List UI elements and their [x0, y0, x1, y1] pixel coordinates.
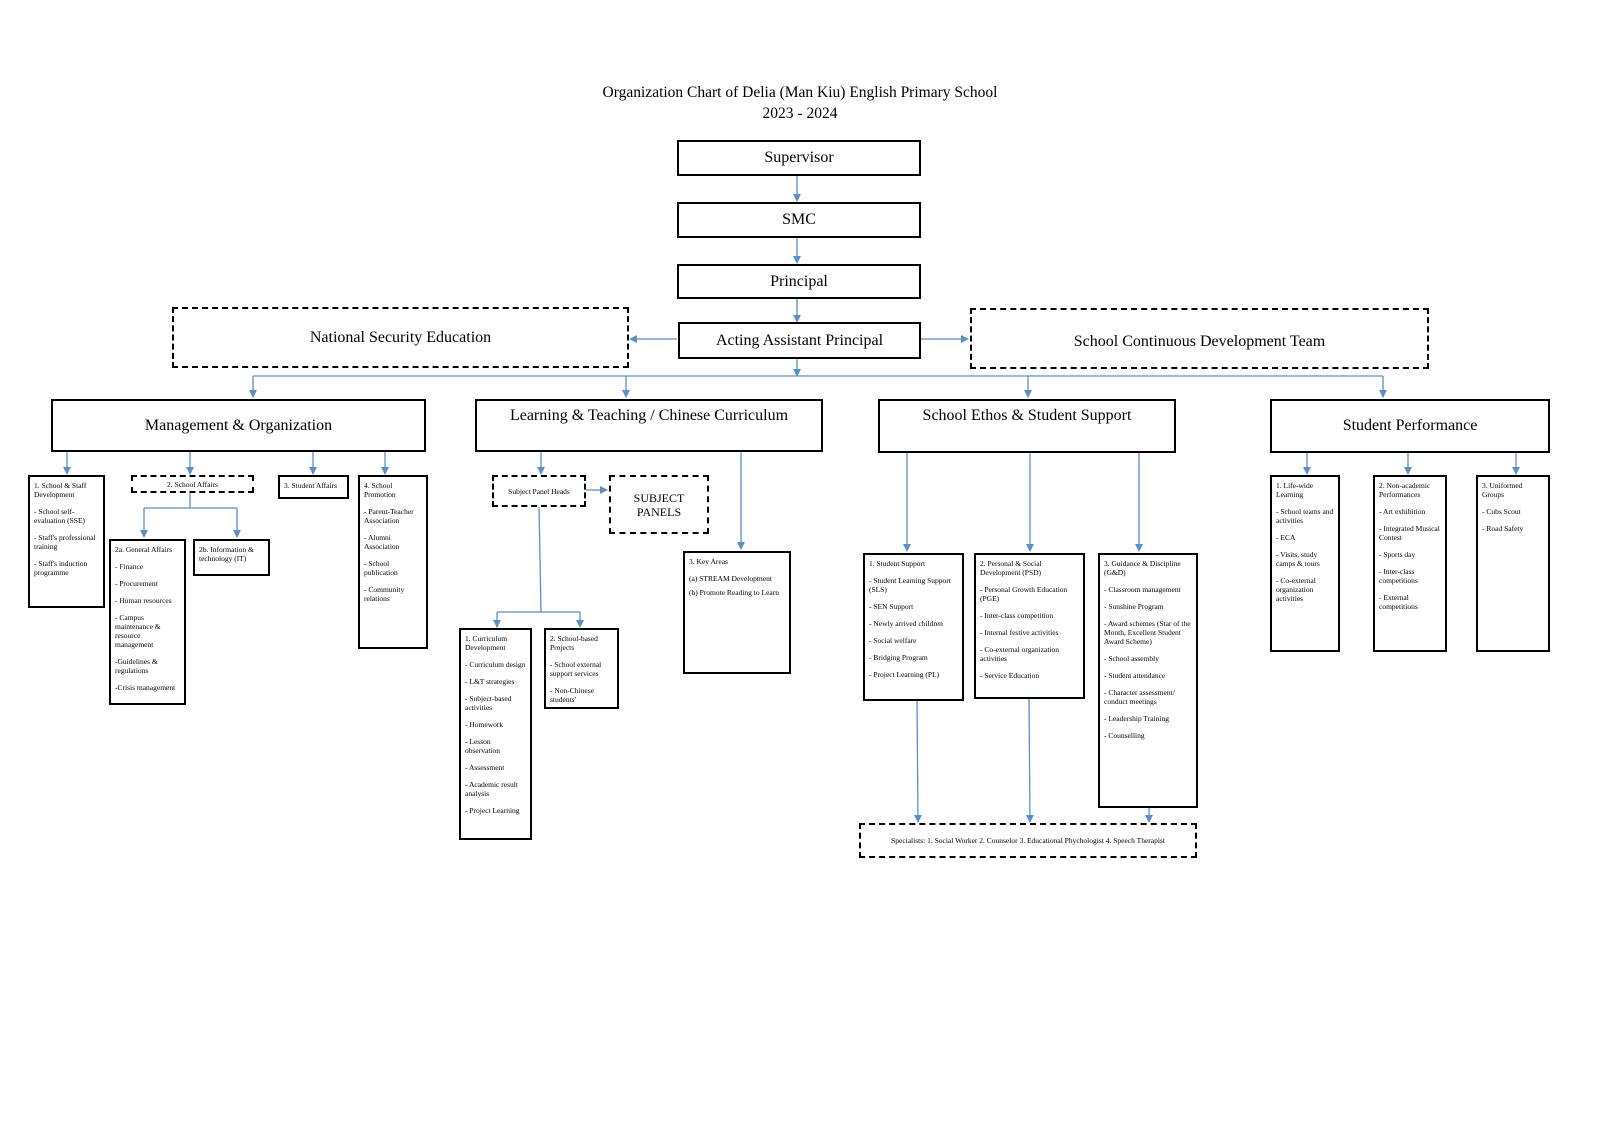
- list-item: - School publication: [364, 559, 398, 577]
- box-heading: 1. Curriculum Development: [465, 634, 508, 652]
- list-item: - SEN Support: [869, 602, 914, 611]
- smc-box: SMC: [677, 202, 921, 238]
- student-performance-box: Student Performance: [1270, 399, 1550, 453]
- list-item: - Award schemes (Star of the Month, Exce…: [1104, 619, 1191, 646]
- list-item: - Subject-based activities: [465, 694, 512, 712]
- principal-box: Principal: [677, 264, 921, 299]
- list-item: - Lesson observation: [465, 737, 500, 755]
- box-heading: 3. Uniformed Groups: [1482, 481, 1523, 499]
- list-item: - Staff's induction programme: [34, 559, 88, 577]
- student-support-box: 1. Student Support - Student Learning Su…: [863, 553, 964, 701]
- acting-assistant-principal-box: Acting Assistant Principal: [678, 322, 921, 359]
- list-item: - Student attendance: [1104, 671, 1166, 680]
- list-item: - School self-evaluation (SSE): [34, 507, 86, 525]
- list-item: - Counselling: [1104, 731, 1145, 740]
- list-item: - ECA: [1276, 533, 1296, 542]
- list-item: - Classroom management: [1104, 585, 1181, 594]
- list-item: - Campus maintenance & resource manageme…: [115, 613, 161, 649]
- list-item: - Cubs Scout: [1482, 507, 1521, 516]
- list-item: - Project Learning: [465, 806, 520, 815]
- list-item: - Academic result analysis: [465, 780, 518, 798]
- list-item: - Bridging Program: [869, 653, 928, 662]
- personal-social-development-box: 2. Personal & Social Development (PSD) -…: [974, 553, 1085, 699]
- key-areas-box: 3. Key Areas (a) STREAM Development (b) …: [683, 551, 791, 674]
- box-heading: 1. Student Support: [869, 559, 926, 568]
- non-academic-performances-box: 2. Non-academic Performances - Art exhib…: [1373, 475, 1447, 652]
- box-heading: 3. Guidance & Discipline (G&D): [1104, 559, 1181, 577]
- list-item: - Alumni Association: [364, 533, 400, 551]
- list-item: - Sunshine Program: [1104, 602, 1164, 611]
- student-affairs-box: 3. Student Affairs: [278, 475, 349, 499]
- list-item: - School external support services: [550, 660, 602, 678]
- list-item: - Newly arrived children: [869, 619, 943, 628]
- list-item: -Guidelines & regulations: [115, 657, 158, 675]
- school-promotion-box: 4. School Promotion - Parent-Teacher Ass…: [358, 475, 428, 649]
- box-heading: 2. School-based Projects: [550, 634, 598, 652]
- list-item: - Student Learning Support (SLS): [869, 576, 951, 594]
- chart-title: Organization Chart of Delia (Man Kiu) En…: [602, 84, 998, 101]
- list-item: (b) Promote Reading to Learn: [689, 588, 779, 597]
- list-item: - Curriculum design: [465, 660, 526, 669]
- list-item: - School teams and activities: [1276, 507, 1334, 525]
- list-item: - L&T strategies: [465, 677, 515, 686]
- list-item: - Project Learning (PL): [869, 670, 940, 679]
- list-item: - Sports day: [1379, 550, 1416, 559]
- box-heading: 3. Key Areas: [689, 557, 728, 566]
- list-item: - Co-external organization activities: [1276, 576, 1316, 603]
- school-affairs-box: 2. School Affairs: [131, 475, 254, 493]
- subject-panel-heads-box: Subject Panel Heads: [492, 475, 586, 507]
- box-heading: 1. Life-wide Learning: [1276, 481, 1314, 499]
- list-item: - School assembly: [1104, 654, 1159, 663]
- list-item: (a) STREAM Development: [689, 574, 772, 583]
- list-item: - Parent-Teacher Association: [364, 507, 414, 525]
- school-based-projects-box: 2. School-based Projects - School extern…: [544, 628, 619, 709]
- list-item: - Community relations: [364, 585, 405, 603]
- list-item: - Leadership Training: [1104, 714, 1169, 723]
- list-item: -Crisis management: [115, 683, 176, 692]
- box-heading: 2a. General Affairs: [115, 545, 173, 554]
- list-item: - Staff's professional training: [34, 533, 96, 551]
- supervisor-box: Supervisor: [677, 140, 921, 176]
- information-technology-box: 2b. Information & technology (IT): [193, 539, 270, 576]
- general-affairs-box: 2a. General Affairs - Finance - Procurem…: [109, 539, 186, 705]
- box-heading: 4. School Promotion: [364, 481, 396, 499]
- list-item: - Integrated Musical Contest: [1379, 524, 1440, 542]
- list-item: - Visits, study camps & tours: [1276, 550, 1320, 568]
- list-item: - Procurement: [115, 579, 158, 588]
- school-staff-development-box: 1. School & Staff Development - School s…: [28, 475, 105, 608]
- school-continuous-development-team-box: School Continuous Development Team: [970, 308, 1429, 369]
- curriculum-development-box: 1. Curriculum Development - Curriculum d…: [459, 628, 532, 840]
- specialists-box: Specialists: 1. Social Worker 2. Counsel…: [859, 823, 1197, 858]
- list-item: - Road Safety: [1482, 524, 1524, 533]
- management-organization-box: Management & Organization: [51, 399, 426, 452]
- learning-teaching-box: Learning & Teaching / Chinese Curriculum: [475, 399, 823, 452]
- list-item: - Human resources: [115, 596, 172, 605]
- uniformed-groups-box: 3. Uniformed Groups - Cubs Scout - Road …: [1476, 475, 1550, 652]
- box-heading: 1. School & Staff Development: [34, 481, 87, 499]
- subject-panels-box: SUBJECT PANELS: [609, 475, 709, 534]
- list-item: - Art exhibition: [1379, 507, 1426, 516]
- list-item: - Inter-class competition: [980, 611, 1054, 620]
- box-heading: 2. Non-academic Performances: [1379, 481, 1431, 499]
- school-ethos-student-support-box: School Ethos & Student Support: [878, 399, 1176, 453]
- list-item: - Character assessment/ conduct meetings: [1104, 688, 1175, 706]
- list-item: - Homework: [465, 720, 504, 729]
- life-wide-learning-box: 1. Life-wide Learning - School teams and…: [1270, 475, 1340, 652]
- list-item: - Service Education: [980, 671, 1040, 680]
- box-heading: 2. Personal & Social Development (PSD): [980, 559, 1042, 577]
- list-item: - Finance: [115, 562, 144, 571]
- list-item: - Personal Growth Education (PGE): [980, 585, 1068, 603]
- guidance-discipline-box: 3. Guidance & Discipline (G&D) - Classro…: [1098, 553, 1198, 808]
- list-item: - Non-Chinese students': [550, 686, 594, 704]
- national-security-education-box: National Security Education: [172, 307, 629, 368]
- list-item: - Assessment: [465, 763, 505, 772]
- list-item: - Social welfare: [869, 636, 917, 645]
- list-item: - External competitions: [1379, 593, 1418, 611]
- list-item: - Co-external organization activities: [980, 645, 1059, 663]
- list-item: - Internal festive activities: [980, 628, 1059, 637]
- chart-year: 2023 - 2024: [762, 105, 838, 122]
- list-item: - Inter-class competitions: [1379, 567, 1418, 585]
